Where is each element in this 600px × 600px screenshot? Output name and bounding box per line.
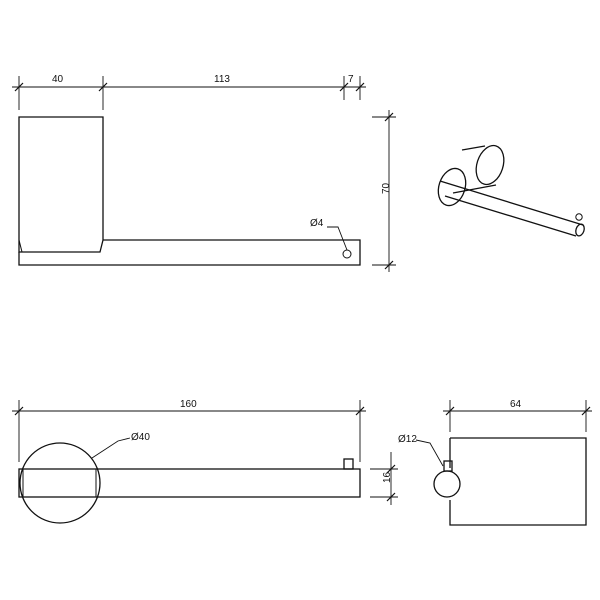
perspective-view bbox=[437, 144, 585, 237]
perspective-base-back-face bbox=[475, 144, 505, 186]
base-leader bbox=[91, 437, 131, 459]
hole-leader bbox=[327, 226, 348, 251]
top-view-base-disc bbox=[19, 442, 101, 524]
dim-top-left-width: 40 bbox=[52, 74, 64, 85]
side-view-arm bbox=[18, 239, 361, 266]
end-view-depth-dimension: 64 bbox=[443, 399, 592, 432]
arm-thickness-dimension: 16 bbox=[370, 452, 398, 505]
arm-leader bbox=[415, 439, 444, 467]
side-view-base-chamfer bbox=[18, 239, 23, 253]
dim-end-view-depth: 64 bbox=[510, 399, 522, 410]
top-view-pin bbox=[343, 458, 354, 470]
base-diameter-label: Ø40 bbox=[131, 432, 150, 443]
end-view: Ø12 bbox=[398, 434, 587, 526]
perspective-arm-end bbox=[575, 223, 585, 237]
end-view-arm-circle bbox=[433, 470, 461, 498]
arm-diameter-label: Ø12 bbox=[398, 434, 417, 445]
dim-top-arm-length: 113 bbox=[214, 74, 230, 85]
end-view-plate bbox=[449, 437, 587, 526]
end-view-pin bbox=[443, 460, 453, 472]
side-view-base-block bbox=[18, 116, 104, 253]
top-dimension-chain: 40 113 7 bbox=[12, 74, 366, 110]
dim-overall-length: 160 bbox=[180, 399, 197, 410]
top-view: Ø40 bbox=[18, 432, 361, 524]
side-view: Ø4 bbox=[18, 116, 361, 266]
perspective-arm bbox=[439, 180, 584, 237]
hole-diameter-label: Ø4 bbox=[310, 218, 324, 229]
top-view-arm bbox=[18, 468, 361, 498]
perspective-pin bbox=[575, 213, 583, 221]
dim-arm-thickness: 16 bbox=[382, 471, 393, 483]
side-height-dimension: 70 bbox=[372, 110, 396, 272]
perspective-base-front-face bbox=[437, 167, 467, 207]
dim-top-tip: 7 bbox=[348, 74, 354, 85]
side-view-hole bbox=[342, 249, 352, 259]
overall-length-dimension: 160 bbox=[12, 399, 366, 462]
dim-side-height: 70 bbox=[381, 182, 392, 194]
